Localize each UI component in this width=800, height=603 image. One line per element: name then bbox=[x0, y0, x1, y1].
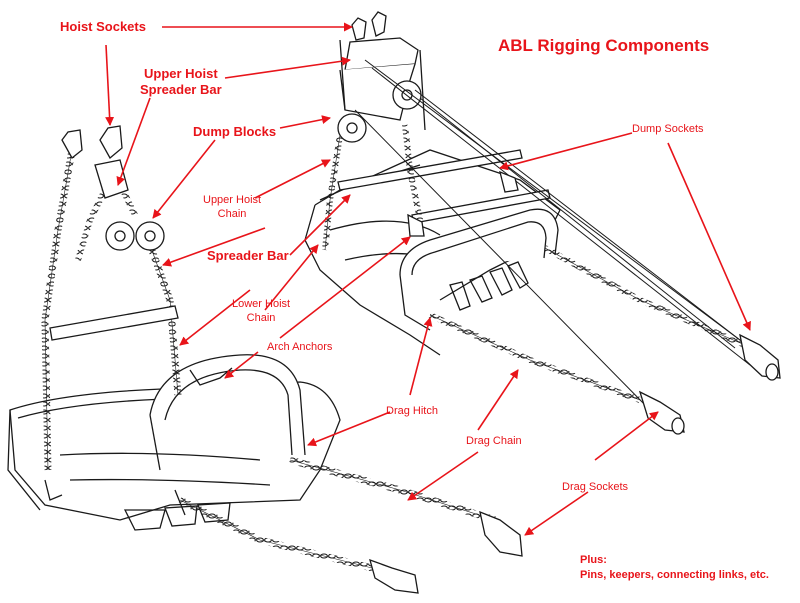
label-lower-hoist-chain-line1: Lower Hoist bbox=[232, 298, 291, 310]
right-bucket bbox=[304, 149, 561, 356]
diagram-title: ABL Rigging Components bbox=[498, 36, 710, 55]
left-rigging-top bbox=[49, 125, 179, 341]
footer-plus-detail: Pins, keepers, connecting links, etc. bbox=[580, 568, 769, 581]
label-upper-hoist-chain: Upper Hoist Chain bbox=[203, 194, 261, 222]
label-upper-hoist-chain-line1: Upper Hoist bbox=[203, 194, 262, 206]
footer-plus-label: Plus: bbox=[580, 554, 607, 566]
label-lower-hoist-chain: Lower Hoist Chain bbox=[232, 298, 290, 326]
label-upper-hoist-chain-line2: Chain bbox=[217, 207, 247, 220]
label-dump-blocks: Dump Blocks bbox=[193, 124, 277, 139]
right-hoist-chains bbox=[322, 124, 423, 251]
label-dump-sockets: Dump Sockets bbox=[632, 123, 704, 135]
label-upper-hoist-spreader-bar-line2: Spreader Bar bbox=[140, 82, 222, 98]
right-sockets bbox=[407, 170, 781, 435]
label-drag-chain: Drag Chain bbox=[466, 435, 522, 447]
dump-lines bbox=[354, 59, 761, 411]
label-drag-hitch: Drag Hitch bbox=[386, 405, 438, 417]
footer-note: Plus: Pins, keepers, connecting links, e… bbox=[580, 553, 769, 583]
label-upper-hoist-spreader-bar-line1: Upper Hoist bbox=[143, 66, 218, 81]
label-spreader-bar: Spreader Bar bbox=[207, 248, 289, 263]
annotation-arrows bbox=[105, 22, 751, 536]
label-hoist-sockets: Hoist Sockets bbox=[60, 19, 146, 34]
left-bucket bbox=[7, 354, 341, 531]
label-arch-anchors: Arch Anchors bbox=[267, 341, 333, 353]
right-drag-chains bbox=[428, 245, 747, 403]
left-drag-chains bbox=[178, 367, 497, 574]
label-upper-hoist-spreader-bar: Upper Hoist Spreader Bar bbox=[140, 66, 222, 99]
label-drag-sockets: Drag Sockets bbox=[562, 481, 629, 493]
right-rigging-top bbox=[337, 11, 426, 143]
label-lower-hoist-chain-line2: Chain bbox=[246, 311, 276, 324]
left-drag-sockets bbox=[369, 510, 523, 594]
